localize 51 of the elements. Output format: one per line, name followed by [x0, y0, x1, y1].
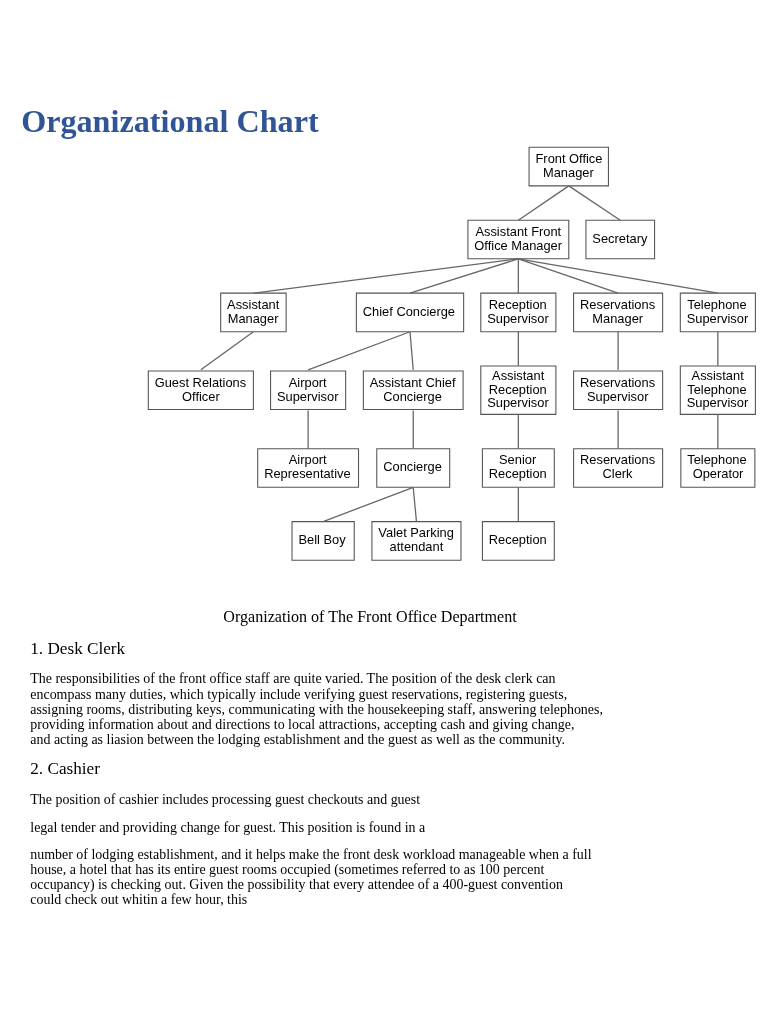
node-box: Chief Concierge — [355, 292, 465, 332]
label: The responsibilities of the front office staff are quite varied. The position of the desk clerk can encompass many duties, which typically include verifying guest reservations, registering guests, assigning rooms, distributing keys, communicating with the housekeeping staff, answering telephones, providing information about and directions to local attractions, accepting cash and giving change, and acting as liasion between the lodging establishment and the guest as well as the community. — [30, 670, 603, 747]
connector — [568, 184, 621, 221]
connector — [517, 330, 519, 367]
node-box: Senior Reception — [481, 447, 555, 488]
label: Organization of The Front Office Department — [223, 607, 517, 625]
node-box: Front Office Manager — [528, 146, 609, 186]
connector — [717, 330, 719, 367]
node-box: Valet Parking attendant — [371, 520, 462, 561]
connector — [517, 413, 519, 449]
connector — [409, 257, 519, 294]
node-box: Guest Relations Officer — [147, 369, 254, 410]
label: 1. Desk Clerk — [30, 638, 126, 658]
connector — [307, 330, 411, 370]
connector — [517, 257, 619, 294]
connector — [307, 409, 309, 449]
connector — [517, 184, 570, 221]
connector — [322, 486, 414, 522]
label: The position of cashier includes processing guest checkouts and guest — [30, 791, 421, 807]
label: number of lodging establishment, and it helps make the front desk workload manageable when a full house, a hotel that has its entire guest rooms occupied (sometimes referred to as 100 percent occupancy) is checking out. Given the possibility that every attendee of a 400-guest convention could check out whitin a few hour, this — [30, 846, 592, 907]
connector — [617, 409, 619, 449]
node-box: Reservations Clerk — [573, 447, 664, 488]
node-box: Assistant Telephone Supervisor — [679, 365, 756, 415]
node-box: Concierge — [376, 447, 451, 488]
connector — [412, 409, 414, 449]
diagram-title: Organizational Chart — [21, 102, 319, 139]
connector — [717, 413, 719, 449]
connector — [252, 257, 519, 294]
connector — [517, 257, 519, 294]
node-box: Telephone Operator — [680, 447, 756, 488]
node-box: Telephone Supervisor — [679, 292, 756, 332]
node-box: Assistant Chief Concierge — [362, 369, 464, 410]
connector — [517, 257, 719, 294]
node-box: Airport Representative — [257, 447, 360, 488]
node-box: Reservations Manager — [573, 292, 664, 332]
connector — [412, 486, 418, 522]
node-box: Reception Supervisor — [480, 292, 557, 332]
label: legal tender and providing change for guest. This position is found in a — [30, 819, 426, 834]
connector — [517, 486, 519, 522]
connector — [200, 330, 255, 370]
node-box: Assistant Reception Supervisor — [480, 365, 557, 415]
label: 2. Cashier — [30, 758, 100, 778]
node-box: Assistant Manager — [220, 292, 287, 332]
node-box: Bell Boy — [291, 520, 355, 561]
node-box: Reception — [481, 520, 555, 561]
node-box: Reservations Supervisor — [573, 369, 664, 410]
node-box: Airport Supervisor — [270, 369, 347, 410]
node-box: Assistant Front Office Manager — [467, 219, 570, 259]
connector — [617, 330, 619, 370]
node-box: Secretary — [585, 219, 656, 259]
connector — [409, 330, 414, 370]
